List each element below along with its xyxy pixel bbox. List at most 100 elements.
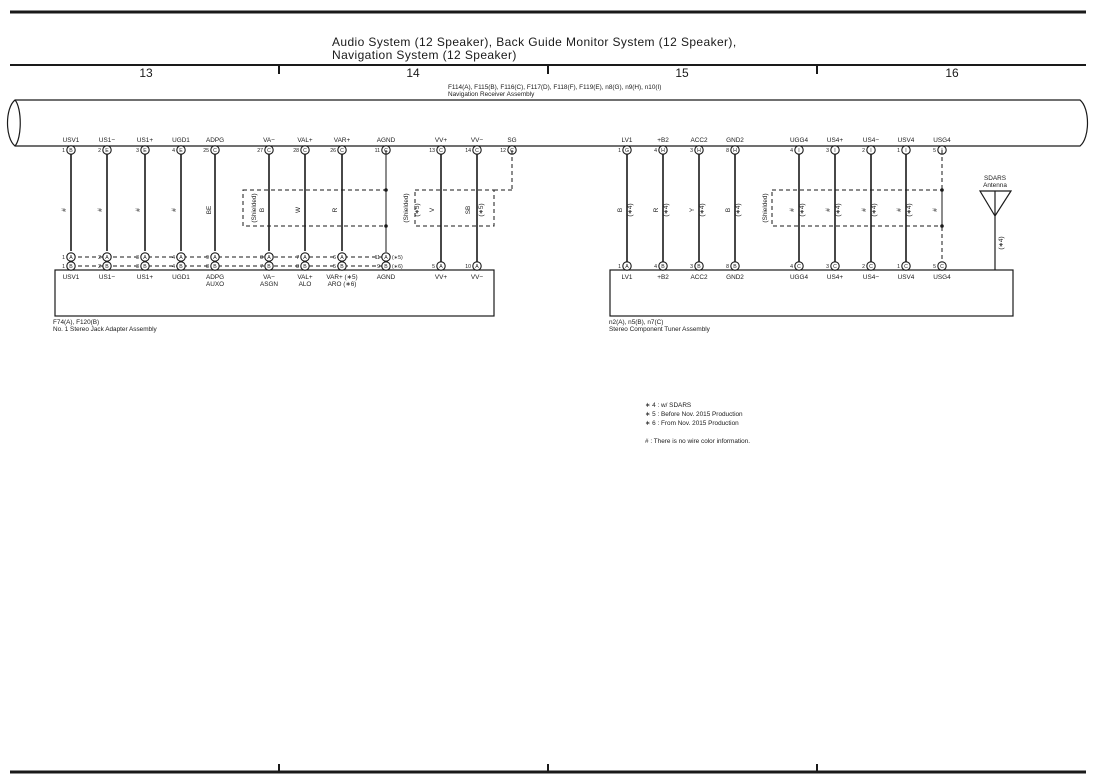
jack-pin-number-a: 4: [172, 255, 175, 261]
jack-pin-b-connector: B: [105, 264, 109, 270]
nav-pin-number: 4: [790, 148, 793, 154]
nav-pin-number: 1: [618, 148, 621, 154]
wire-color-label: #: [97, 208, 104, 212]
nav-pin-connector: I: [905, 148, 906, 154]
tuner-pin-circle: [830, 261, 840, 271]
nav-pin-number: 12: [500, 148, 506, 154]
jack-pin-a-connector: A: [384, 255, 388, 261]
nav-pin-number: 2: [98, 148, 101, 154]
nav-pin-connector: H: [733, 148, 737, 154]
jack-pin-a-circle: [381, 252, 391, 262]
tuner-body: [609, 269, 1014, 317]
nav-pin-connector: G: [625, 148, 629, 154]
jack-pin-b-circle: [381, 261, 391, 271]
nav-pin-label: US1−: [99, 137, 115, 144]
jack-pin-label: US1−: [99, 274, 115, 281]
page-title-line2: Navigation System (12 Speaker): [332, 48, 517, 62]
tuner-pin-connector: C: [833, 264, 837, 270]
jack-pin-a-circle: [102, 252, 112, 262]
antenna-icon: [978, 190, 1013, 270]
jack-vv-pin-connector: A: [475, 264, 479, 270]
nav-pin-label: US1+: [137, 137, 153, 144]
nav-pin-label: USV4: [898, 137, 915, 144]
tuner-pin-number: 1: [897, 264, 900, 270]
jack-pin-number-b: 2: [98, 264, 101, 270]
wire-color-label: #: [896, 208, 903, 212]
wire-color-label: #: [861, 208, 868, 212]
tuner-pin-connector: B: [697, 264, 701, 270]
jack-vv-pin-connector: A: [439, 264, 443, 270]
tuner-connectors: n2(A), n5(B), n7(C): [609, 319, 663, 326]
nav-pin-number: 8: [726, 148, 729, 154]
tuner-pin-label: USV4: [898, 274, 915, 281]
jack-pin-number-a: 1: [62, 255, 65, 261]
nav-pin-connector: C: [267, 148, 271, 154]
jack-pin-b-circle: [210, 261, 220, 271]
page-title-line1: Audio System (12 Speaker), Back Guide Mo…: [332, 35, 737, 49]
tuner-pin-circle: [622, 261, 632, 271]
nav-pin-connector: E: [105, 148, 109, 154]
jack-pin-label-alt: ASGN: [260, 281, 278, 288]
wire-color-label: B: [725, 208, 732, 212]
nav-pin-label: VV−: [471, 137, 484, 144]
nav-pin-number: 1: [897, 148, 900, 154]
jack-pin-a-connector: A: [105, 255, 109, 261]
nav-pin-label: UGD1: [172, 137, 190, 144]
nav-receiver-connectors: F114(A), F115(B), F116(C), F117(D), F118…: [448, 84, 661, 91]
jack-pin-label: VAL+: [297, 274, 313, 281]
nav-pin-number: 13: [429, 148, 435, 154]
jack-pin-number-a: 8: [260, 255, 263, 261]
jack-pin-label: USV1: [63, 274, 80, 281]
wire-note-4: (∗4): [699, 203, 706, 216]
wire-color-label: R: [653, 207, 660, 212]
tuner-pin-circle: [658, 261, 668, 271]
shield-splice-4: [940, 224, 944, 228]
jack-pin-number-a: 11: [375, 255, 380, 261]
jack-pin-label: VA−: [263, 274, 275, 281]
wire-note-4: (∗4): [799, 203, 806, 216]
tuner-pin-label: USG4: [933, 274, 951, 281]
tuner-name: Stereo Component Tuner Assembly: [609, 326, 711, 333]
column-16: 16: [945, 66, 959, 80]
wire-color-label: SB: [465, 206, 472, 215]
jack-pin-b-circle: [176, 261, 186, 271]
tuner-pin-circle: [866, 261, 876, 271]
jack-pin-label: VAR+ (∗5): [326, 274, 357, 281]
nav-pin-number: 11: [375, 148, 380, 154]
nav-pin-label: VA−: [263, 137, 275, 144]
shielded-label-3: (Shielded): [762, 193, 769, 222]
tuner-pin-connector: B: [661, 264, 665, 270]
nav-pin-label: ACC2: [690, 137, 707, 144]
nav-pin-label: LV1: [622, 137, 633, 144]
tuner-pin-circle: [730, 261, 740, 271]
tuner-pin-number: 8: [726, 264, 729, 270]
jack-pin-number-b: 8: [206, 264, 209, 270]
column-ticks: [278, 65, 818, 772]
nav-pin-connector: H: [661, 148, 665, 154]
nav-pin-connector: B: [69, 148, 73, 154]
nav-pin-connector: I: [834, 148, 835, 154]
jack-pin-a-circle: [140, 252, 150, 262]
jack-pin-number-b: 5: [333, 264, 336, 270]
jack-pin-a-connector: A: [179, 255, 183, 261]
nav-pin-label: ADPG: [206, 137, 224, 144]
wire-color-label: #: [171, 208, 178, 212]
nav-receiver-break-left: [14, 99, 21, 147]
wire-note-4: (∗4): [735, 203, 742, 216]
jack-vv-pin-number: 10: [465, 264, 471, 270]
nav-pin-number: 25: [203, 148, 209, 154]
tuner-pin-number: 4: [790, 264, 793, 270]
jack-pin-a-circle: [300, 252, 310, 262]
wire-note-5: (∗5): [478, 203, 485, 216]
jack-pin-b-connector: B: [340, 264, 344, 270]
note-5: ∗ 5 : Before Nov. 2015 Production: [645, 411, 743, 418]
jack-pin-label: UGD1: [172, 274, 190, 281]
jack-pin-number-a: 2: [98, 255, 101, 261]
jack-pin-a-connector: A: [213, 255, 217, 261]
jack-pin-b-circle: [140, 261, 150, 271]
tuner-pin-circle: [794, 261, 804, 271]
wire-color-label: V: [429, 207, 436, 212]
nav-pin-number: 14: [465, 148, 471, 154]
